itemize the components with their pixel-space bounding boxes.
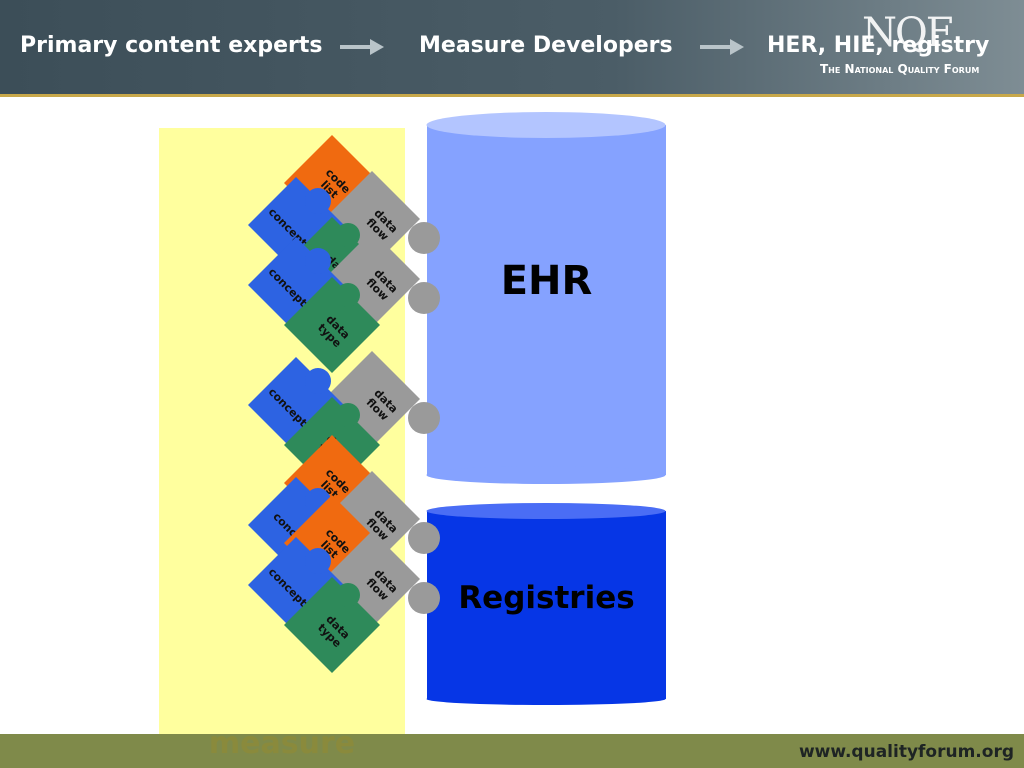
arrow-right-icon [700, 39, 744, 55]
measure-label: measure [208, 726, 356, 761]
ehr-label: EHR [500, 258, 593, 304]
footer-url: www.qualityforum.org [798, 742, 1014, 762]
data-flow-knob [408, 282, 440, 314]
data-type-knob [336, 283, 360, 307]
data-flow-knob [408, 582, 440, 614]
registries-cylinder [426, 503, 666, 705]
step-measure-developers: Measure Developers [419, 33, 673, 58]
data-flow-knob [408, 222, 440, 254]
concept-knob [305, 368, 331, 394]
header-divider [0, 94, 1024, 97]
nqf-logo-mark: NQF [862, 10, 954, 56]
data-type-knob [336, 583, 360, 607]
ehr-cylinder [426, 112, 666, 484]
step-primary-content-experts: Primary content experts [20, 33, 323, 58]
arrow-right-icon [340, 39, 384, 55]
registries-label: Registries [458, 580, 635, 616]
data-type-knob [336, 403, 360, 427]
data-type-knob [336, 223, 360, 247]
concept-knob [305, 548, 331, 574]
step-her-hie-registry: HER, HIE, registry [767, 33, 990, 58]
data-flow-knob [408, 402, 440, 434]
nqf-logo-subtitle: The National Quality Forum [820, 62, 980, 76]
data-flow-knob [408, 522, 440, 554]
concept-knob [305, 188, 331, 214]
header-bar [0, 0, 1024, 94]
footer-bar [0, 734, 1024, 768]
concept-knob [305, 248, 331, 274]
